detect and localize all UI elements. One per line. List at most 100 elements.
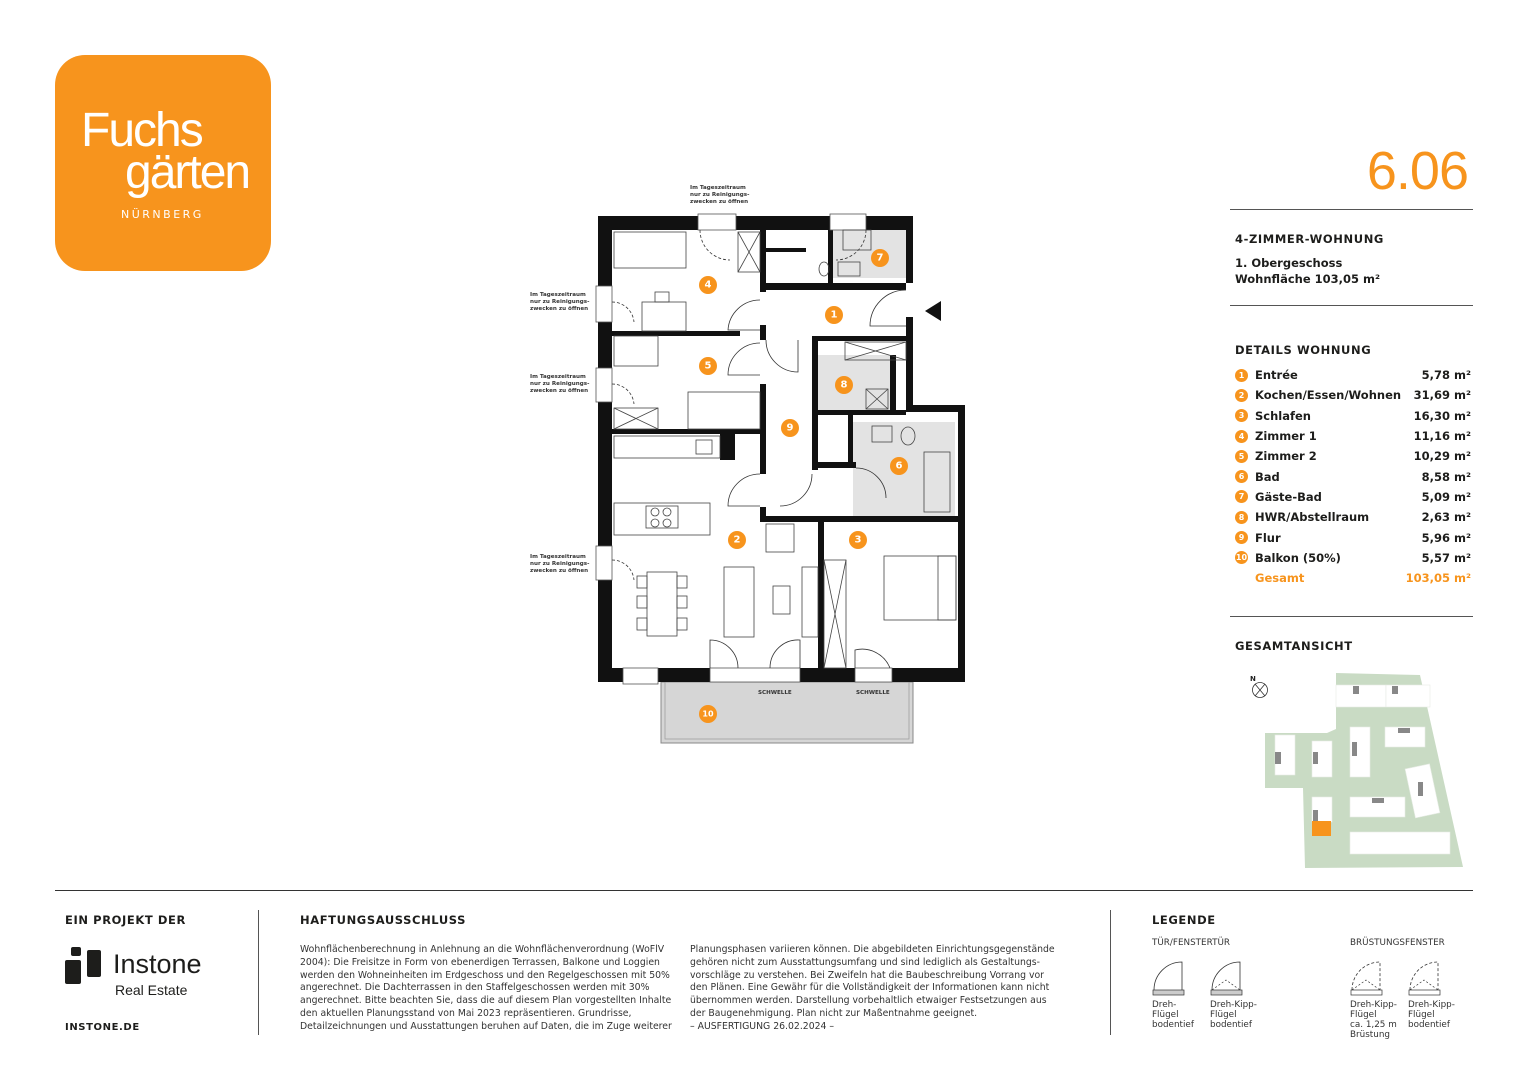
overview-title: GESAMTANSICHT — [1235, 639, 1353, 653]
room-row: 7 Gäste-Bad 5,09 m² — [1235, 487, 1471, 507]
room-marker-9: 9 — [781, 419, 799, 437]
threshold-label-1: SCHWELLE — [758, 690, 792, 696]
room-marker-10: 10 — [699, 705, 717, 723]
svg-text:6: 6 — [896, 461, 903, 472]
room-marker-4: 4 — [699, 276, 717, 294]
threshold-label-2: SCHWELLE — [856, 690, 890, 696]
details-title: DETAILS WOHNUNG — [1235, 343, 1372, 357]
total-row: Gesamt 103,05 m² — [1235, 568, 1471, 588]
utility-room-area — [818, 355, 890, 410]
logo-line2: gärten — [125, 146, 251, 199]
room-marker-5: 5 — [699, 357, 717, 375]
unit-floor: 1. Obergeschoss — [1235, 256, 1343, 270]
total-label: Gesamt — [1255, 571, 1305, 586]
windows — [595, 213, 913, 685]
room-marker-7: 7 — [871, 249, 889, 267]
legend-group-windows: BRÜSTUNGSFENSTER — [1350, 938, 1445, 948]
unit-number: 6.06 — [1366, 141, 1469, 201]
tilt-turn-symbol-icon — [1210, 961, 1243, 996]
room-row: 5 Zimmer 2 10,29 m² — [1235, 446, 1471, 466]
svg-text:3: 3 — [855, 535, 862, 546]
room-marker-2: 2 — [728, 531, 746, 549]
disclaimer-col1: Wohnflächenberechnung in Anlehnung an di… — [300, 944, 672, 1032]
divider — [1230, 305, 1473, 306]
room-name: Flur — [1255, 530, 1281, 545]
room-number-badge: 9 — [1235, 531, 1248, 545]
room-area: 16,30 m² — [1413, 408, 1471, 423]
room-number-badge: 5 — [1235, 449, 1248, 463]
room-area: 10,29 m² — [1413, 449, 1471, 464]
logo-city: NÜRNBERG — [121, 208, 204, 221]
room-row: 10 Balkon (50%) 5,57 m² — [1235, 548, 1471, 568]
svg-text:7: 7 — [877, 253, 884, 264]
room-number-badge: 4 — [1235, 429, 1248, 443]
entrance-arrow-icon — [925, 301, 941, 321]
room-name: Zimmer 1 — [1255, 429, 1317, 444]
divider — [1230, 209, 1473, 210]
unit-location-marker — [1312, 821, 1331, 836]
legend-title: LEGENDE — [1152, 913, 1216, 927]
website-link[interactable]: INSTONE.DE — [65, 1022, 140, 1033]
svg-text:N: N — [1250, 675, 1256, 683]
disclaimer-title: HAFTUNGSAUSSCHLUSS — [300, 913, 467, 927]
room-marker-3: 3 — [849, 531, 867, 549]
svg-text:10: 10 — [702, 710, 714, 719]
room-name: Schlafen — [1255, 408, 1311, 423]
room-area: 8,58 m² — [1421, 469, 1471, 484]
svg-text:9: 9 — [787, 423, 794, 434]
room-area: 5,78 m² — [1421, 368, 1471, 383]
total-area: 103,05 m² — [1405, 571, 1471, 586]
room-marker-6: 6 — [890, 457, 908, 475]
room-name: Bad — [1255, 469, 1280, 484]
room-markers: 4 7 1 5 8 9 6 2 3 10 — [699, 249, 908, 723]
room-row: 9 Flur 5,96 m² — [1235, 527, 1471, 547]
room-area: 5,09 m² — [1421, 489, 1471, 504]
unit-area: Wohnfläche 103,05 m² — [1235, 272, 1381, 286]
room-area: 5,96 m² — [1421, 530, 1471, 545]
furniture — [613, 229, 957, 669]
room-name: Balkon (50%) — [1255, 550, 1341, 565]
room-number-badge: 6 — [1235, 470, 1248, 484]
room-name: Kochen/Essen/Wohnen — [1255, 388, 1402, 403]
divider — [1230, 616, 1473, 617]
legend-group-doors: TÜR/FENSTERTÜR — [1152, 938, 1230, 948]
room-number-badge: 8 — [1235, 510, 1248, 524]
room-row: 6 Bad 8,58 m² — [1235, 466, 1471, 486]
footer-divider — [55, 890, 1473, 891]
room-area: 31,69 m² — [1413, 388, 1471, 403]
room-name: HWR/Abstellraum — [1255, 510, 1370, 525]
floor-plan: 4 7 1 5 8 9 6 2 3 10 — [595, 213, 965, 744]
tilt-turn-symbol-icon — [1408, 961, 1441, 996]
room-number-badge: 1 — [1235, 368, 1248, 382]
room-marker-1: 1 — [825, 306, 843, 324]
project-label: EIN PROJEKT DER — [65, 913, 186, 927]
svg-text:2: 2 — [734, 535, 741, 546]
north-compass-icon: N — [1250, 675, 1268, 698]
room-area: 5,57 m² — [1421, 550, 1471, 565]
room-row: 1 Entrée 5,78 m² — [1235, 365, 1471, 385]
room-name: Zimmer 2 — [1255, 449, 1317, 464]
tilt-turn-symbol-icon — [1350, 961, 1383, 996]
guest-bath-area — [833, 230, 906, 278]
fuchsgaerten-logo: Fuchs gärten NÜRNBERG — [55, 55, 271, 271]
room-area: 2,63 m² — [1421, 510, 1471, 525]
room-number-badge: 10 — [1235, 551, 1248, 565]
room-number-badge: 7 — [1235, 490, 1248, 504]
room-row: 8 HWR/Abstellraum 2,63 m² — [1235, 507, 1471, 527]
logo-line1: Fuchs — [81, 104, 204, 157]
room-name: Gäste-Bad — [1255, 489, 1322, 504]
door-swings — [611, 229, 907, 669]
unit-type: 4-ZIMMER-WOHNUNG — [1235, 232, 1384, 246]
room-name: Entrée — [1255, 368, 1298, 383]
